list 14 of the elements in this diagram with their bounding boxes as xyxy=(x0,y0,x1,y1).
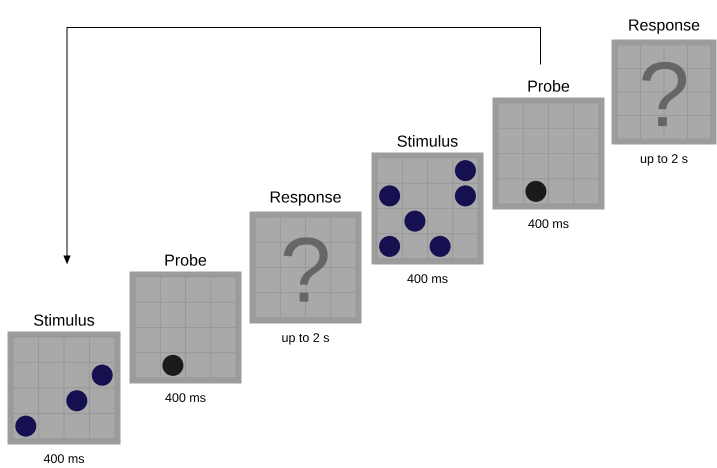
duration-label: 400 ms xyxy=(407,274,448,284)
duration-label: up to 2 s xyxy=(640,154,688,166)
panel-heading: Response xyxy=(629,19,700,34)
duration-label: up to 2 s xyxy=(282,333,330,344)
panel-heading: Stimulus xyxy=(398,135,458,147)
panel-heading: Probe xyxy=(528,80,570,92)
panel-heading: Stimulus xyxy=(34,314,94,326)
duration-label: 400 ms xyxy=(165,393,206,402)
duration-label: 400 ms xyxy=(44,454,84,464)
panel-heading: Response xyxy=(270,191,341,206)
question-mark: ? xyxy=(642,62,686,126)
question-mark: ? xyxy=(284,237,328,302)
panel-heading: Probe xyxy=(165,254,206,266)
duration-label: 400 ms xyxy=(528,219,569,228)
